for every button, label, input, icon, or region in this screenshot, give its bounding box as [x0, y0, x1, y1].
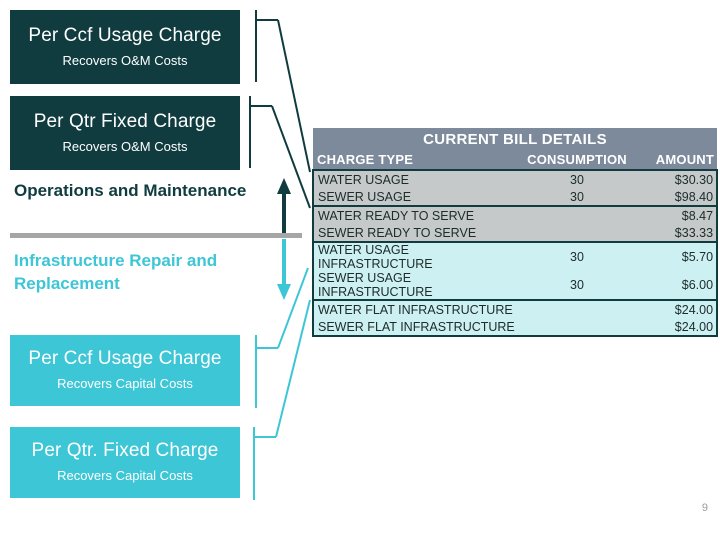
cell-charge-type: WATER FLAT INFRASTRUCTURE [312, 299, 525, 318]
column-header-consumption: CONSUMPTION [525, 150, 629, 170]
cell-amount: $24.00 [629, 299, 719, 318]
charge-box-subtitle: Recovers O&M Costs [62, 138, 188, 154]
charge-box-title: Per Qtr Fixed Charge [33, 110, 217, 132]
cell-charge-type: SEWER FLAT INFRASTRUCTURE [312, 318, 525, 337]
cell-amount: $33.33 [629, 224, 719, 243]
charge-box-title: Per Qtr. Fixed Charge [31, 440, 219, 462]
cell-charge-type: SEWER USAGE INFRASTRUCTURE [312, 271, 525, 301]
charge-box-subtitle: Recovers Capital Costs [57, 376, 193, 392]
charge-box-capital-usage[interactable]: Per Ccf Usage Charge Recovers Capital Co… [10, 335, 240, 406]
column-header-charge-type: CHARGE TYPE [313, 150, 525, 170]
cell-amount: $30.30 [629, 169, 719, 188]
connector-cap-fixed [253, 299, 311, 500]
current-bill-details-table: CURRENT BILL DETAILS CHARGE TYPE CONSUMP… [312, 128, 719, 337]
cell-charge-type: WATER USAGE INFRASTRUCTURE [312, 241, 525, 271]
table-header-row: CHARGE TYPE CONSUMPTION AMOUNT [313, 150, 718, 170]
connector-om-usage [255, 10, 311, 173]
cell-amount: $24.00 [629, 318, 719, 337]
cell-consumption [525, 318, 629, 337]
cell-amount: $98.40 [629, 188, 719, 207]
charge-box-om-usage[interactable]: Per Ccf Usage Charge Recovers O&M Costs [10, 10, 240, 84]
page-number: 9 [701, 502, 708, 514]
cell-charge-type: WATER USAGE [312, 169, 525, 188]
table-title-row: CURRENT BILL DETAILS [313, 128, 718, 150]
cell-consumption [525, 205, 629, 224]
cell-amount: $5.70 [629, 241, 719, 271]
charge-box-title: Per Ccf Usage Charge [28, 348, 222, 370]
charge-box-om-fixed[interactable]: Per Qtr Fixed Charge Recovers O&M Costs [10, 96, 240, 170]
table-title: CURRENT BILL DETAILS [313, 128, 718, 150]
category-label-operations: Operations and Maintenance [14, 181, 247, 200]
charge-box-title: Per Ccf Usage Charge [28, 24, 222, 46]
cell-consumption [525, 224, 629, 243]
cell-consumption [525, 299, 629, 318]
cell-consumption: 30 [525, 271, 629, 301]
charge-box-subtitle: Recovers O&M Costs [62, 52, 188, 68]
table-row: SEWER FLAT INFRASTRUCTURE $24.00 [312, 318, 719, 337]
cell-consumption: 30 [525, 241, 629, 271]
cell-consumption: 30 [525, 188, 629, 207]
category-divider [10, 233, 302, 238]
column-header-amount: AMOUNT [629, 150, 718, 170]
cell-charge-type: WATER READY TO SERVE [312, 205, 525, 224]
cell-amount: $6.00 [629, 271, 719, 301]
cell-charge-type: SEWER READY TO SERVE [312, 224, 525, 243]
cell-amount: $8.47 [629, 205, 719, 224]
cell-charge-type: SEWER USAGE [312, 188, 525, 207]
table-row: SEWER READY TO SERVE $33.33 [312, 224, 719, 243]
category-label-infrastructure: Infrastructure Repair and Replacement [14, 251, 218, 293]
charge-box-capital-fixed[interactable]: Per Qtr. Fixed Charge Recovers Capital C… [10, 427, 240, 498]
charge-box-subtitle: Recovers Capital Costs [57, 468, 193, 484]
cell-consumption: 30 [525, 169, 629, 188]
table-row: WATER READY TO SERVE $8.47 [312, 205, 719, 224]
table-row: WATER FLAT INFRASTRUCTURE $24.00 [312, 299, 719, 318]
